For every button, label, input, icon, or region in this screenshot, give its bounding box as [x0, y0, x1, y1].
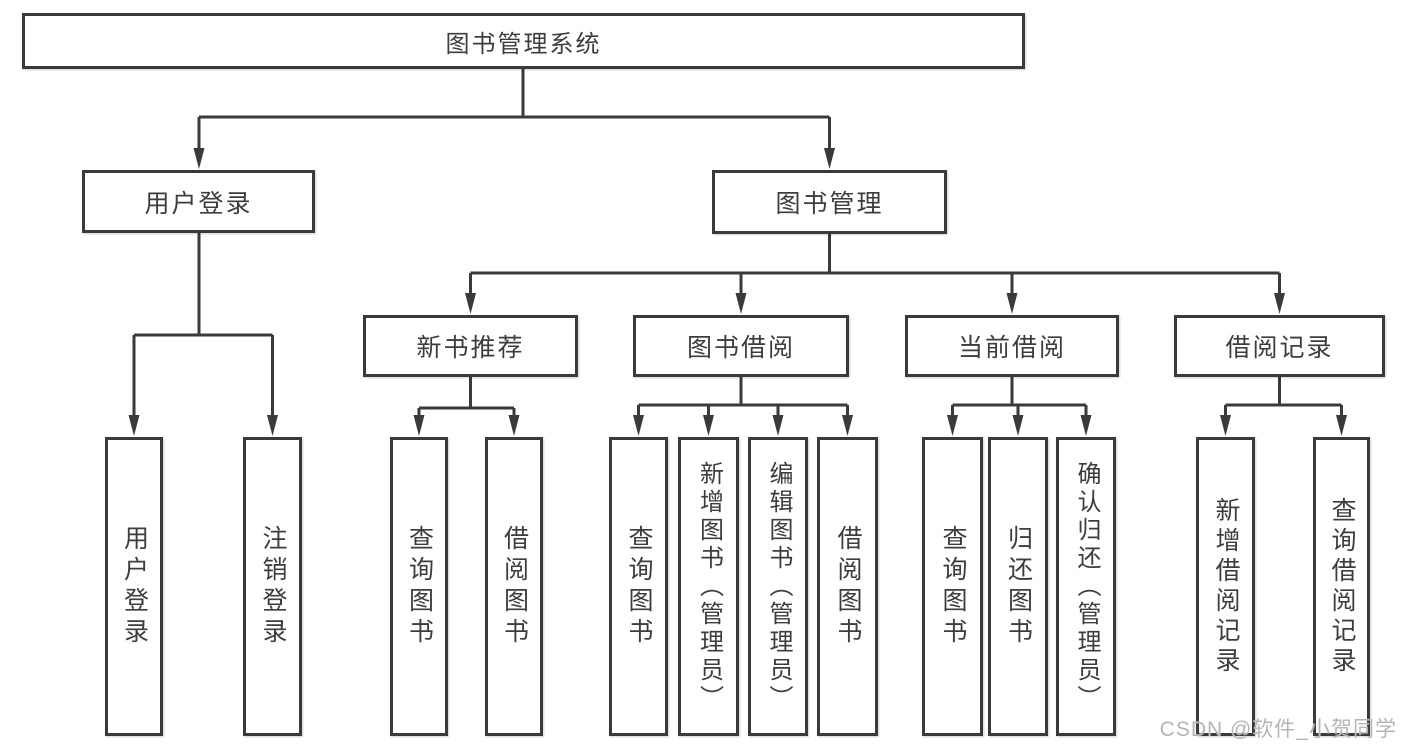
node-book-management: 图书管理	[712, 170, 947, 234]
leaf-borrow-query-book: 查询图书	[609, 437, 668, 736]
arrowheads	[128, 148, 1347, 436]
leaf-current-confirm-return-admin: 确认归还（管理员）	[1056, 437, 1116, 736]
leaf-current-query-book: 查询图书	[922, 437, 983, 736]
leaf-borrow-add-book-admin: 新增图书（管理员）	[678, 437, 739, 736]
leaf-newbook-query-book: 查询图书	[390, 437, 448, 736]
csdn-watermark: CSDN @软件_小贺同学	[1159, 718, 1397, 741]
leaf-newbook-borrow-book: 借阅图书	[485, 437, 543, 736]
node-library-management-system: 图书管理系统	[22, 13, 1025, 69]
node-user-login: 用户登录	[82, 170, 315, 233]
leaf-record-add-borrow-record: 新增借阅记录	[1196, 437, 1255, 736]
leaf-logout-login: 注销登录	[243, 437, 302, 736]
leaf-record-query-borrow-record: 查询借阅记录	[1313, 437, 1370, 736]
leaf-borrow-borrow-book: 借阅图书	[817, 437, 878, 736]
node-current-borrow: 当前借阅	[905, 315, 1119, 377]
leaf-user-login: 用户登录	[105, 437, 163, 736]
leaf-borrow-edit-book-admin: 编辑图书（管理员）	[748, 437, 808, 736]
leaf-current-return-book: 归还图书	[988, 437, 1048, 736]
connector-strokes	[132, 69, 1343, 420]
node-new-book-recommend: 新书推荐	[363, 315, 578, 377]
node-borrow-record: 借阅记录	[1174, 315, 1385, 377]
node-book-borrow: 图书借阅	[633, 315, 849, 377]
